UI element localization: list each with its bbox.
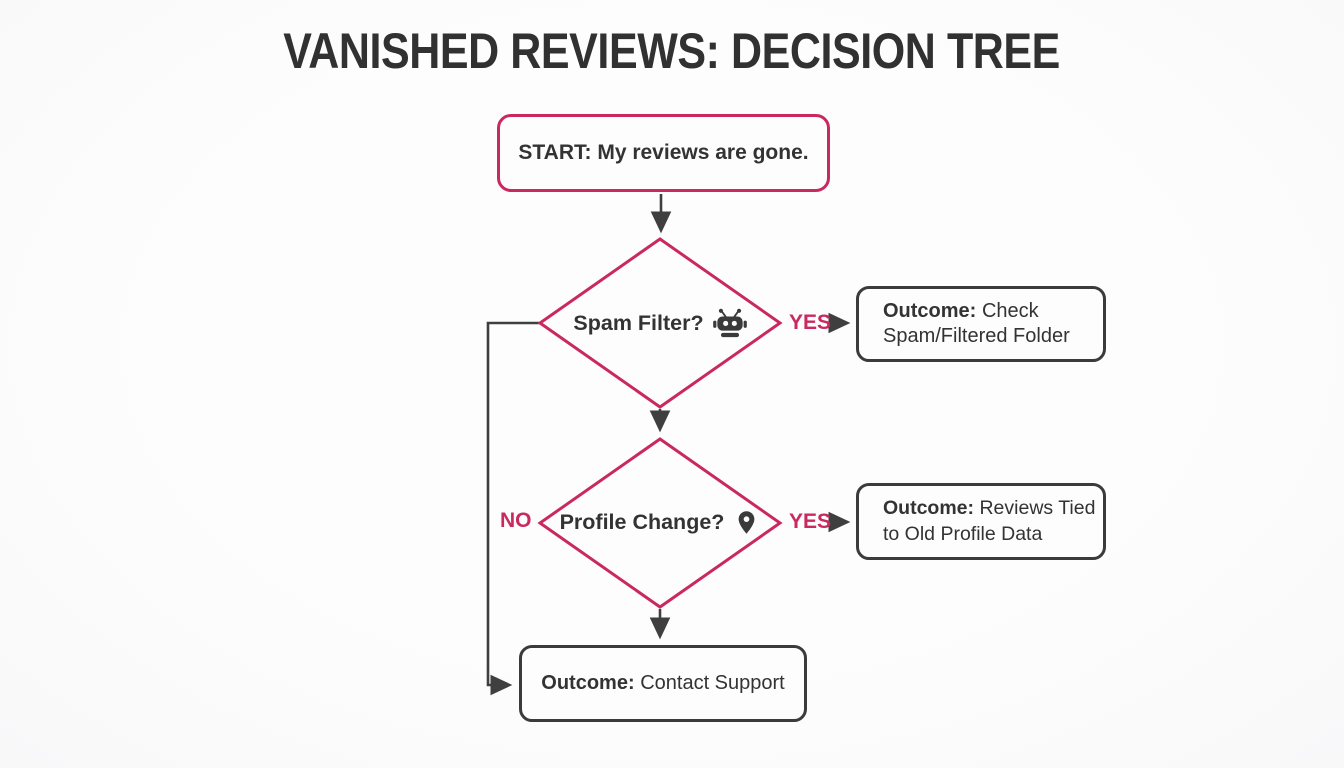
start-node-label: START: My reviews are gone.	[518, 141, 809, 164]
decision2-label: Profile Change?	[559, 509, 725, 534]
outcome-node-reviews-tied-old-profile: Outcome:Reviews Tied to Old Profile Data	[856, 483, 1106, 560]
edge-no-path-to-outcome3	[486, 321, 540, 696]
outcome1-text: Outcome:Check Spam/Filtered Folder	[883, 299, 1095, 350]
outcome1-prefix: Outcome:	[883, 299, 977, 322]
yes-label-decision1: YES	[789, 311, 832, 334]
decision2-diamond-shape	[537, 437, 783, 609]
yes-label-decision2: YES	[789, 510, 832, 533]
decision-node-spam-filter: Spam Filter?	[542, 295, 778, 351]
page-title-text: VANISHED REVIEWS: DECISION TREE	[283, 23, 1061, 79]
outcome2-prefix: Outcome:	[883, 497, 975, 519]
outcome2-text: Outcome:Reviews Tied to Old Profile Data	[883, 496, 1101, 547]
decision1-diamond-shape	[537, 237, 783, 409]
outcome-node-contact-support: Outcome:Contact Support	[519, 645, 807, 722]
outcome-node-check-spam-folder: Outcome:Check Spam/Filtered Folder	[856, 286, 1106, 362]
outcome3-prefix: Outcome:	[541, 671, 635, 694]
decision-node-profile-change: Profile Change?	[542, 494, 778, 550]
outcome1-body: Check Spam/Filtered Folder	[883, 299, 1070, 348]
page-title: VANISHED REVIEWS: DECISION TREE	[0, 22, 1344, 80]
start-node: START: My reviews are gone.	[497, 114, 830, 192]
no-label-decision2: NO	[500, 509, 532, 532]
outcome2-body: Reviews Tied to Old Profile Data	[883, 497, 1096, 545]
robot-icon	[712, 308, 747, 338]
decision1-label: Spam Filter?	[573, 310, 704, 335]
location-pin-icon	[739, 510, 755, 534]
outcome3-body: Contact Support	[640, 671, 785, 694]
outcome3-text: Outcome:Contact Support	[541, 671, 784, 697]
